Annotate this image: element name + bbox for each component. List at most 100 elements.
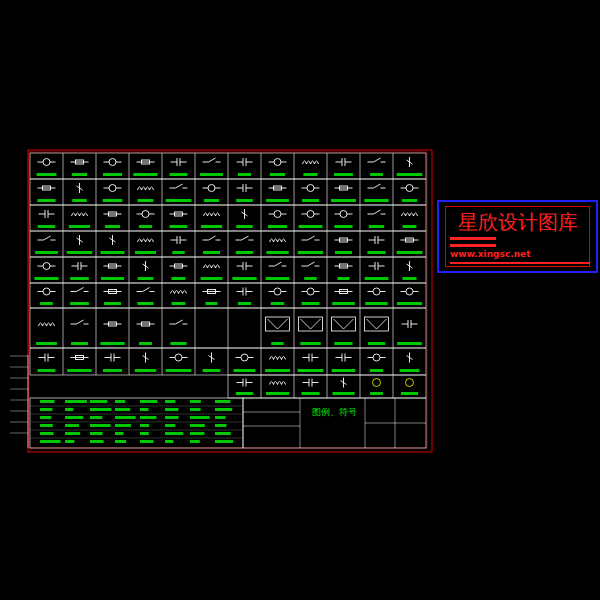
grid-line: [129, 231, 130, 257]
label-mark: [300, 342, 320, 345]
grid-line: [228, 283, 229, 308]
cad-stroke: [413, 291, 419, 292]
switch-symbol: [176, 320, 183, 324]
cad-stroke: [367, 319, 387, 329]
grid-line: [360, 375, 361, 398]
resistor-symbol: [109, 212, 117, 216]
label-mark: [403, 225, 417, 228]
grid-line: [195, 153, 196, 179]
grid-line: [30, 283, 31, 308]
grid-line: [228, 257, 229, 283]
cad-stroke: [302, 188, 308, 189]
watermark-box: 星欣设计图库www.xingsc.net: [437, 200, 598, 273]
switch-symbol: [209, 158, 216, 162]
grid-line: [162, 205, 163, 231]
grid-line: [426, 308, 427, 348]
label-mark: [103, 369, 122, 372]
binding-line: [10, 422, 28, 423]
grid-line: [129, 283, 130, 308]
coil-symbol: [138, 187, 154, 190]
cad-stroke: [302, 291, 308, 292]
cad-stroke: [248, 357, 254, 358]
grid-line: [360, 231, 361, 257]
label-mark: [332, 392, 354, 395]
grid-line: [30, 231, 31, 257]
label-mark: [133, 173, 157, 176]
grid-line: [261, 231, 262, 257]
grid-line: [30, 348, 31, 375]
resistor-symbol: [109, 322, 117, 326]
label-mark: [201, 225, 222, 228]
table-mark: [40, 432, 54, 435]
cad-stroke: [281, 162, 287, 163]
contact-symbol: [110, 238, 116, 242]
label-mark: [34, 277, 58, 280]
resistor-symbol: [175, 212, 183, 216]
grid-line: [228, 153, 229, 179]
cad-stroke: [249, 240, 254, 241]
label-mark: [72, 173, 87, 176]
label-mark: [397, 173, 423, 176]
label-mark: [236, 225, 253, 228]
grid-line: [30, 205, 31, 231]
cad-stroke: [368, 188, 374, 189]
resistor-symbol: [142, 322, 150, 326]
label-mark: [69, 225, 90, 228]
resistor-symbol: [340, 186, 348, 190]
grid-line: [426, 283, 427, 308]
contact-mark: [450, 262, 590, 264]
cad-stroke: [236, 240, 242, 241]
cad-stroke: [378, 266, 385, 267]
contact-mark: [450, 237, 496, 240]
cad-stroke: [84, 324, 89, 325]
lamp-symbol: [274, 211, 281, 218]
cad-stroke: [215, 188, 221, 189]
cad-stroke: [81, 266, 88, 267]
grid-line: [162, 283, 163, 308]
cad-stroke: [203, 162, 209, 163]
cad-stroke: [28, 355, 29, 448]
table-mark: [65, 416, 83, 419]
label-mark: [37, 173, 57, 176]
coil-symbol: [270, 382, 286, 385]
table-mark: [90, 432, 103, 435]
table-mark: [215, 416, 225, 419]
lamp-symbol: [373, 288, 380, 295]
label-mark: [36, 342, 57, 345]
cad-stroke: [150, 291, 155, 292]
label-mark: [38, 369, 56, 372]
resistor-symbol: [142, 160, 150, 164]
label-mark: [35, 251, 58, 254]
label-mark: [170, 225, 188, 228]
label-mark: [364, 199, 388, 202]
resistor-symbol: [340, 238, 348, 242]
label-mark: [101, 277, 124, 280]
table-mark: [65, 440, 74, 443]
label-mark: [172, 251, 184, 254]
label-mark: [135, 251, 156, 254]
grid-line: [63, 231, 64, 257]
cad-stroke: [281, 214, 287, 215]
grid-line: [294, 375, 295, 398]
table-mark: [115, 400, 125, 403]
grid-line: [294, 231, 295, 257]
grid-line: [426, 231, 427, 257]
cad-stroke: [137, 214, 143, 215]
lamp-symbol: [307, 185, 314, 192]
grid-line: [393, 153, 394, 179]
transformer-symbol: [332, 317, 356, 331]
grid-line: [228, 231, 229, 257]
label-mark: [170, 342, 186, 345]
label-mark: [400, 369, 420, 372]
cad-stroke: [413, 188, 419, 189]
contact-symbol: [407, 356, 413, 360]
transformer-symbol: [299, 317, 323, 331]
grid-line: [327, 375, 328, 398]
cad-stroke: [246, 266, 253, 267]
cad-stroke: [336, 357, 343, 358]
cad-stroke: [335, 291, 353, 292]
label-mark: [203, 369, 221, 372]
grid-line: [195, 205, 196, 231]
switch-symbol: [209, 236, 216, 240]
grid-line: [261, 179, 262, 205]
